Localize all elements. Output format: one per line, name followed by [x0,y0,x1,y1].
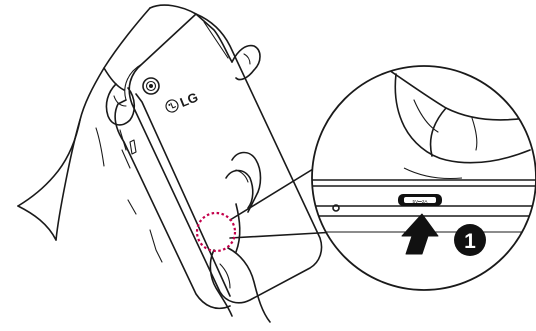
left-hand [18,5,232,240]
brand-logo: LG [164,89,200,115]
number-badge-icon: 1 [454,224,486,256]
camera-lens-icon [143,78,159,94]
magnified-view: 5V⎓2A [300,64,536,290]
right-hand [210,46,270,322]
step-number: 1 [464,230,476,253]
phone-body [115,14,321,308]
callout-source-ring [197,213,235,251]
brand-text: LG [178,89,200,110]
port-label: 5V⎓2A [413,199,429,204]
